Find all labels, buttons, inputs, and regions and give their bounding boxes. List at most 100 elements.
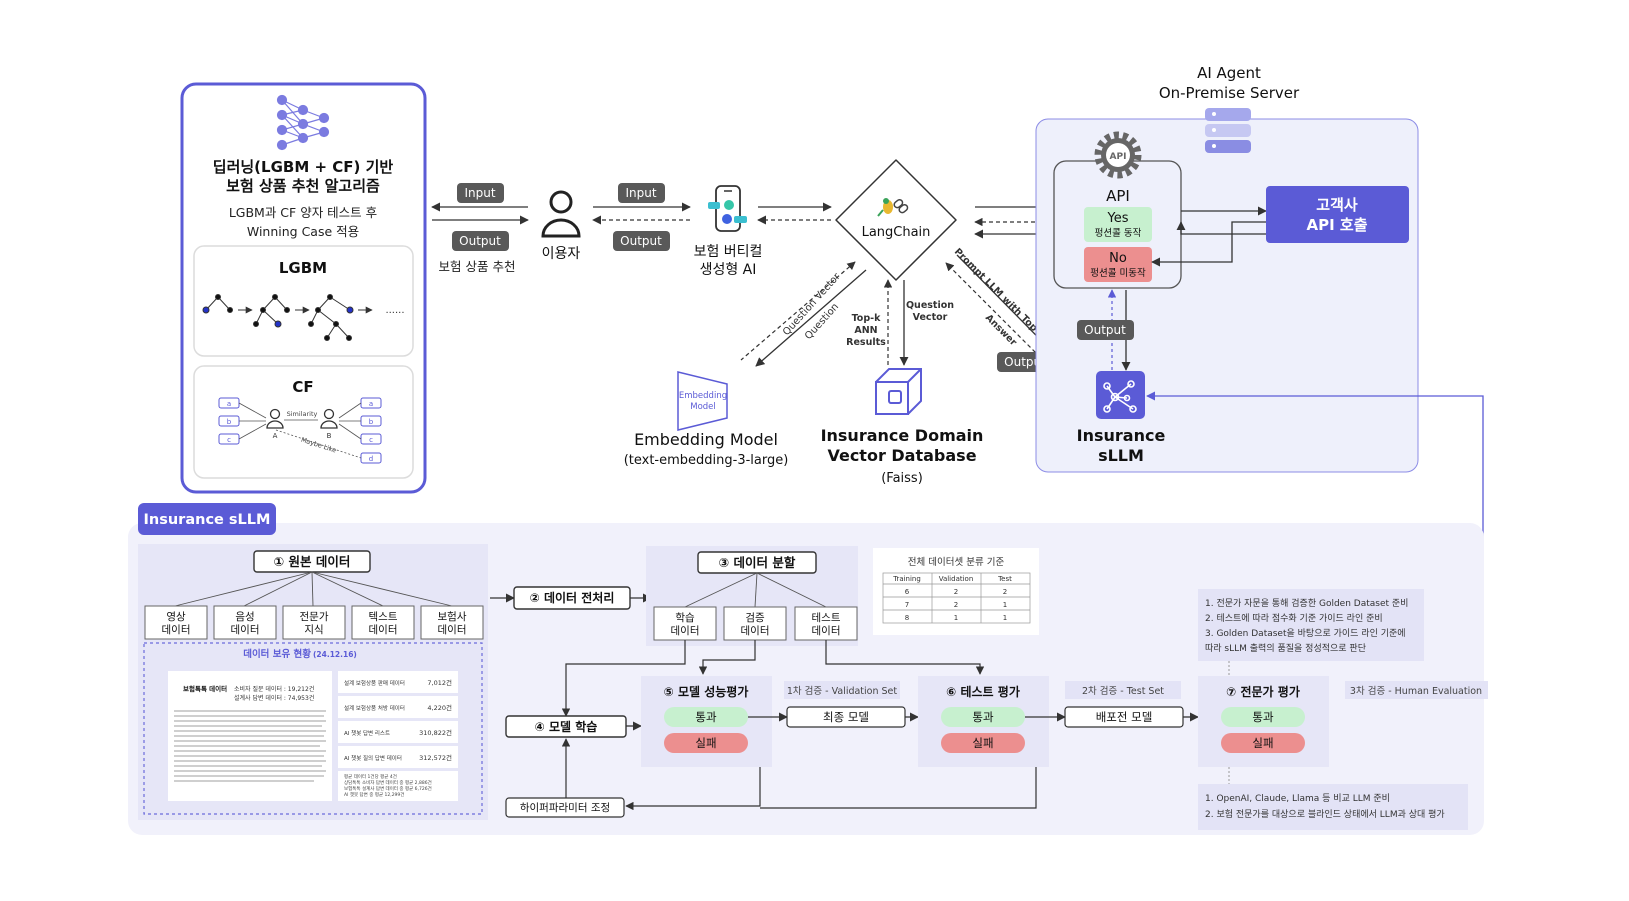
output-tag-mid-text: Output: [620, 234, 662, 248]
final-model-label: 최종 모델: [823, 710, 869, 724]
test-pass: [941, 707, 1025, 727]
cf-user-b-icon: [320, 408, 338, 429]
embedding-model-sub: (text-embedding-3-large): [624, 453, 789, 468]
doc-preview-line1: 소비자 질문 데이터 : 19,212건: [234, 685, 314, 693]
doc-preview-text-block: [174, 710, 326, 782]
criteria-r2c1: 7: [905, 601, 909, 609]
stat-note-4: AI 챗봇 답변 중 평균 12,299건: [344, 791, 404, 798]
customer-api-box: [1266, 186, 1409, 243]
source-2-line1: 음성: [235, 611, 254, 623]
topk-label-2: ANN: [854, 325, 877, 336]
output-tag-left: [452, 231, 509, 251]
stat-note-1: 평균 데이터 1건당 평균 4건: [344, 773, 397, 780]
expert-fail-label: 실패: [1252, 736, 1273, 750]
parrot-chain-icon: [877, 198, 909, 217]
split-2-line2: 데이터: [741, 625, 770, 637]
split-3-line1: 테스트: [812, 612, 841, 624]
algo-title-line1: 딥러닝(LGBM + CF) 기반: [213, 158, 394, 176]
stat-2-value: 4,220건: [427, 703, 452, 712]
customer-api-line2: API 호출: [1306, 216, 1367, 234]
pre-deploy-label: 배포전 모델: [1096, 710, 1153, 724]
stat-note-2: 상담톡톡 소비자 답변 데이터 중 평균 2,886건: [344, 779, 432, 786]
cf-user-a-icon: [266, 408, 284, 429]
algo-sub-line2: Winning Case 적용: [247, 224, 359, 239]
split-3-line2: 데이터: [812, 625, 841, 637]
cf-right-a: a: [369, 400, 373, 408]
cf-user-b-label: B: [327, 432, 332, 440]
customer-api-line1: 고객사: [1316, 196, 1358, 214]
output-tag-left-text: Output: [459, 234, 501, 248]
neural-network-icon: [276, 94, 330, 151]
stat-3-label: AI 챗봇 답변 리스트: [344, 729, 390, 737]
expert-note-bottom-2: 2. 보험 전문가를 대상으로 블라인드 상태에서 LLM과 상대 평가: [1205, 809, 1445, 820]
criteria-title: 전체 데이터셋 분류 기준: [908, 557, 1005, 568]
stat-4-value: 312,572건: [419, 753, 452, 762]
stat-1-label: 설계 보험상품 판매 데이터: [344, 679, 405, 687]
criteria-head-1: Training: [892, 575, 921, 583]
embedding-model-icon: Embedding Model: [677, 371, 728, 431]
agent-title-line2: On-Premise Server: [1159, 84, 1300, 102]
input-tag-left: [457, 183, 504, 203]
algorithm-panel: 딥러닝(LGBM + CF) 기반 보험 상품 추천 알고리즘 LGBM과 CF…: [180, 82, 427, 494]
cf-left-c: c: [227, 436, 231, 444]
cf-card: CF a b c a b c d: [193, 365, 414, 479]
algo-sub-line1: LGBM과 CF 양자 테스트 후: [229, 205, 377, 220]
source-3-line1: 전문가: [300, 611, 329, 623]
criteria-r1c2: 2: [954, 588, 958, 596]
input-tag-mid-text: Input: [625, 186, 656, 200]
source-2-line2: 데이터: [231, 624, 260, 636]
topk-label-1: Top-k: [852, 313, 881, 324]
test-tag-label: 2차 검증 - Test Set: [1082, 685, 1164, 697]
test-fail-label: 실패: [972, 736, 993, 750]
pipeline-tab: [138, 503, 276, 535]
cf-right-d: d: [369, 455, 373, 463]
vector-db-name2: Vector Database: [827, 446, 976, 465]
lgbm-trees: [202, 294, 373, 341]
pipeline-tab-label: Insurance sLLM: [144, 512, 271, 528]
expert-pass: [1221, 707, 1305, 727]
data-holding-title: 데이터 보유 현황: [243, 648, 311, 660]
cf-right-b: b: [369, 418, 374, 426]
yes-box: [1084, 207, 1152, 242]
preprocess-label: ② 데이터 전처리: [530, 590, 615, 605]
split-2-line1: 검증: [745, 612, 765, 624]
hyper-box: [505, 797, 625, 818]
qvector-label-1: Question: [906, 300, 954, 311]
expert-title: ⑦ 전문가 평가: [1226, 684, 1300, 699]
recommend-label: 보험 상품 추천: [439, 259, 516, 274]
criteria-r3c1: 8: [905, 614, 909, 622]
output-tag-agent-text: Output: [1084, 323, 1126, 337]
yes-label: Yes: [1107, 211, 1129, 226]
source-1-line1: 영상: [166, 611, 186, 623]
expert-notes-bottom: [1198, 784, 1468, 830]
expert-fail: [1221, 733, 1305, 753]
split-title: ③ 데이터 분할: [719, 555, 796, 570]
source-4-line2: 데이터: [369, 624, 398, 636]
expert-tag: [1345, 681, 1488, 699]
expert-tag-label: 3차 검증 - Human Evaluation: [1350, 685, 1482, 697]
criteria-r1c3: 2: [1003, 588, 1007, 596]
data-holding-box: [143, 642, 483, 815]
embedding-icon-text1: Embedding: [679, 391, 727, 401]
eval-pass-label: 통과: [695, 710, 717, 724]
output-tag-mid: [613, 231, 670, 251]
sllm-label-line1: Insurance: [1077, 426, 1166, 445]
cf-similarity-label: Similarity: [287, 410, 318, 418]
eval-fail-label: 실패: [695, 736, 716, 750]
api-icon-text: API: [1110, 152, 1127, 162]
doc-preview-title: 보험톡톡 데이터: [183, 684, 227, 693]
cf-item-boxes: [218, 397, 382, 464]
doc-preview-line2: 설계사 답변 데이터 : 74,953건: [234, 694, 314, 702]
expert-pass-label: 통과: [1252, 710, 1274, 724]
sllm-label-line2: sLLM: [1098, 446, 1144, 465]
hyper-label: 하이퍼파라미터 조정: [520, 801, 610, 814]
data-source-boxes: [144, 605, 484, 640]
eval-title: ⑤ 모델 성능평가: [664, 684, 749, 699]
stats-cards: [338, 671, 458, 801]
cf-right-c: c: [369, 436, 373, 444]
topk-label-3: Results: [846, 337, 886, 348]
source-1-line2: 데이터: [162, 624, 191, 636]
data-holding-date: (24.12.16): [313, 650, 357, 659]
source-3-line2: 지식: [304, 624, 323, 636]
